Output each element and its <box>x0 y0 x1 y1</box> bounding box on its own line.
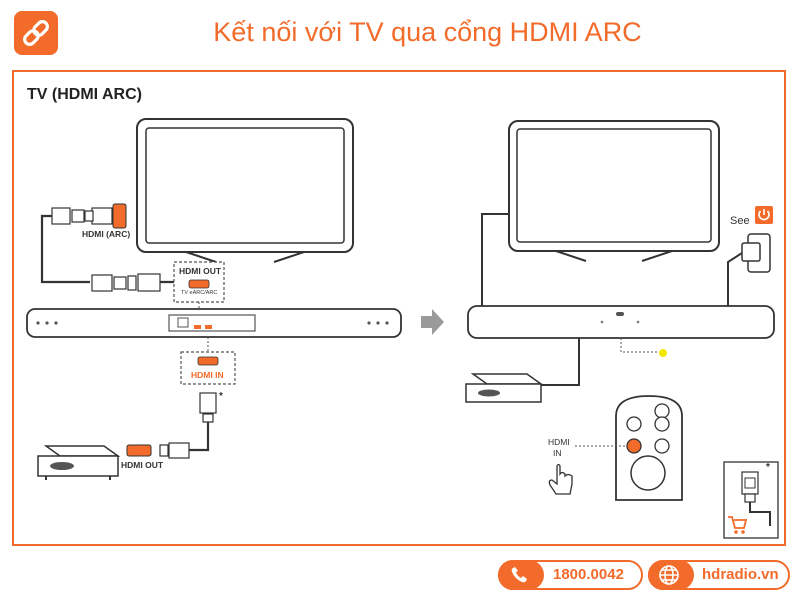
globe-icon <box>648 560 694 590</box>
left-tv <box>136 118 354 263</box>
player-cable-plug <box>159 442 190 459</box>
tv-hdmi-arc-label: HDMI (ARC) <box>82 229 131 239</box>
right-tv-cable <box>481 213 509 306</box>
section-title: TV (HDMI ARC) <box>27 86 142 103</box>
soundbar-cable-plug <box>91 273 161 292</box>
phone-number: 1800.0042 <box>553 566 624 583</box>
right-soundbar <box>467 305 775 339</box>
asterisk-right: * <box>766 462 770 473</box>
page-title: Kết nối với TV qua cổng HDMI ARC <box>213 17 642 47</box>
left-soundbar <box>26 308 402 338</box>
phone-icon <box>498 560 544 590</box>
tv-cable-plug <box>51 207 113 225</box>
hand-pointer-icon <box>548 463 573 495</box>
phone-pill[interactable]: 1800.0042 <box>498 560 643 590</box>
hdmi-in-label: HDMI IN <box>191 370 224 380</box>
soundbar-hdmi-in-port <box>197 356 219 366</box>
right-tv <box>508 120 720 262</box>
website-pill[interactable]: hdradio.vn <box>648 560 790 590</box>
tv-cable <box>40 214 90 284</box>
remote-hdmi-label-line1: HDMI <box>548 437 570 447</box>
player-hdmi-port <box>126 444 152 457</box>
cart-icon <box>728 516 748 534</box>
hdmi-in-cable-plug <box>199 392 217 423</box>
hdmi-out-header-label: HDMI OUT <box>179 266 222 276</box>
soundbar-hdmi-out-port <box>188 279 210 289</box>
power-outlet <box>741 233 771 273</box>
power-icon <box>755 206 773 224</box>
cable-inset <box>723 461 779 539</box>
page-header: Kết nối với TV qua cổng HDMI ARC <box>0 0 800 70</box>
left-player <box>37 445 121 480</box>
link-icon <box>14 11 58 55</box>
see-label: See <box>730 215 750 227</box>
status-led <box>659 349 667 357</box>
arrow-right-icon <box>421 309 444 335</box>
tv-hdmi-port <box>112 203 127 229</box>
right-player <box>465 373 544 403</box>
asterisk-left: * <box>219 391 223 402</box>
remote-control <box>615 395 683 501</box>
remote-hdmi-label-line2: IN <box>553 448 562 458</box>
website-url: hdradio.vn <box>702 566 779 583</box>
diagram-frame <box>12 70 786 546</box>
player-hdmi-out-label: HDMI OUT <box>121 460 164 470</box>
tv-earc-label: TV eARC/ARC <box>181 290 218 296</box>
